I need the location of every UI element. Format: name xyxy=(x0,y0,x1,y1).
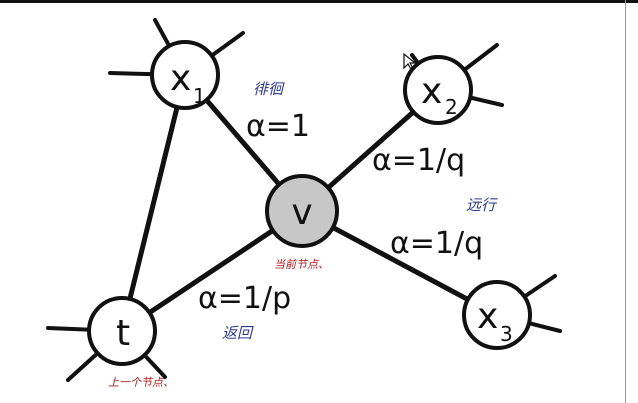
node-circle xyxy=(403,55,473,125)
node-t-label: t xyxy=(116,313,130,354)
node-x1-subscript: 1 xyxy=(193,84,206,108)
annotation-x2-note: 远行 xyxy=(466,196,498,214)
node-x2-subscript: 2 xyxy=(445,95,458,119)
node-v-label: v xyxy=(291,192,312,233)
node-t: t xyxy=(87,296,157,366)
node-x2-label: x xyxy=(421,71,442,112)
node-x2: x 2 xyxy=(403,55,473,125)
node-circle xyxy=(87,296,157,366)
edge-label-v-x3: α=1/q xyxy=(390,226,483,261)
right-border xyxy=(625,0,626,403)
node-x1: x 1 xyxy=(150,40,220,110)
annotation-v-note: 当前节点、 xyxy=(274,258,329,271)
node-circle xyxy=(150,40,220,110)
edge-label-v-t: α=1/p xyxy=(198,281,291,316)
annotation-t-note: 返回 xyxy=(222,324,254,342)
annotation-x1-note: 徘徊 xyxy=(253,80,285,98)
node-v: v xyxy=(265,174,339,248)
node-x3: x 3 xyxy=(462,280,532,350)
node-x3-label: x xyxy=(477,296,498,337)
top-border xyxy=(0,0,638,3)
node-circle xyxy=(462,280,532,350)
node-x1-label: x xyxy=(170,58,191,99)
edge-t-x1 xyxy=(119,72,188,334)
edge-label-v-x2: α=1/q xyxy=(372,143,465,178)
node-x3-subscript: 3 xyxy=(500,322,513,346)
edge-label-v-x1: α=1 xyxy=(246,109,310,144)
annotation-t-node-note: 上一个节点、 xyxy=(108,376,174,389)
node-circle xyxy=(265,174,339,248)
